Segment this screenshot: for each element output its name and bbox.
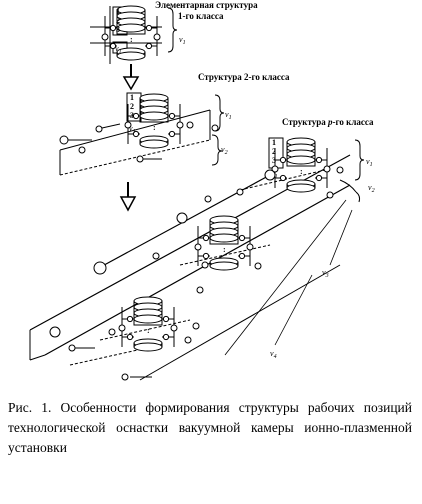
row-v: v1	[115, 44, 122, 55]
row-v: v1	[129, 124, 136, 135]
elementary-unit: 1 2 3 v1 v1	[90, 5, 186, 64]
structure-2-unit: 1 2 3 v1 v1 v2	[59, 92, 232, 176]
elementary-title-line1: Элементарная структура	[155, 0, 258, 10]
figure-caption: Рис. 1. Особенности формирования структу…	[8, 400, 412, 455]
structure-2-title: Структура 2-го класса	[198, 72, 290, 82]
row-3: 3	[116, 25, 120, 34]
elementary-title-line2: 1-го класса	[178, 11, 224, 21]
down-arrow-icon	[119, 182, 137, 212]
row-1: 1	[116, 7, 120, 16]
row-3: 3	[272, 156, 276, 165]
brace-label-v3: v3	[322, 268, 329, 279]
row-2: 2	[272, 147, 276, 156]
brace-label-v1-top: v1	[179, 35, 186, 46]
brace-label-v2-sp: v2	[368, 183, 375, 194]
down-arrow-icon	[122, 64, 140, 91]
brace-label-v1-s2: v1	[225, 110, 232, 121]
row-2: 2	[116, 16, 120, 25]
structure-p-unit: 1 2 3 v1 v1 v2 v3	[29, 137, 375, 381]
row-1: 1	[130, 93, 134, 102]
brace-label-v1-sp: v1	[366, 157, 373, 168]
structure-p-title: Структура p-го класса	[282, 117, 374, 127]
row-3: 3	[130, 111, 134, 120]
brace-label-v4: v4	[270, 349, 277, 360]
row-2: 2	[130, 102, 134, 111]
row-1: 1	[272, 138, 276, 147]
structure-diagram: : Элементарная структура 1-го класса	[29, 0, 375, 381]
brace-label-v2-s2: v2	[221, 145, 228, 156]
